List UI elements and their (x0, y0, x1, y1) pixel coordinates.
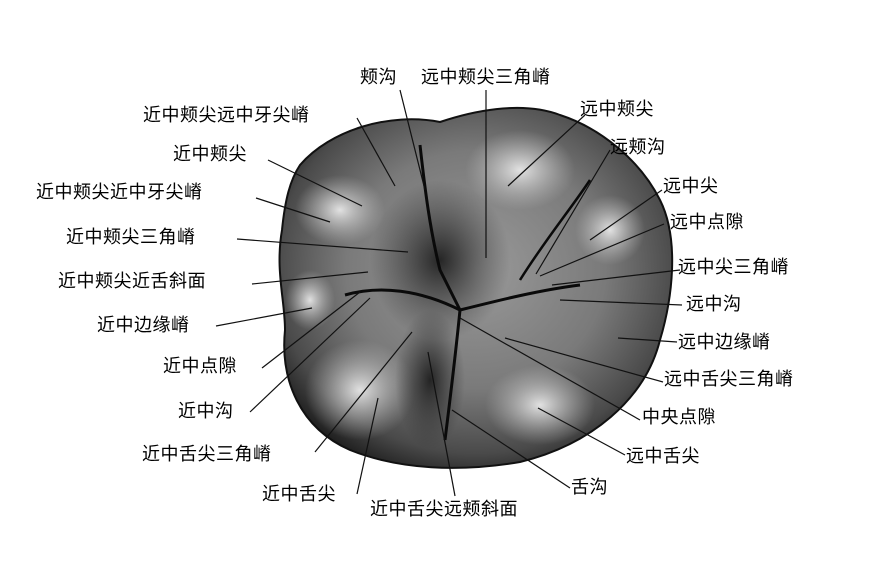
mesial-marginal-highlight (285, 270, 335, 330)
mesiobuccal-cusp-highlight (295, 175, 385, 245)
label-lingual-groove: 舌沟 (571, 477, 608, 498)
central-fossa-shade (370, 180, 510, 340)
label-mesiolingual-triangular-ridge: 近中舌尖三角嵴 (142, 444, 272, 465)
distobuccal-groove-line (518, 179, 592, 281)
label-mb-triangular-ridge: 近中颊尖三角嵴 (66, 227, 196, 248)
label-distal-pit: 远中点隙 (670, 212, 744, 233)
label-mesial-groove: 近中沟 (178, 401, 234, 422)
label-mesiobuccal-cusp: 近中颊尖 (173, 144, 247, 165)
label-distobuccal-cusp: 远中颊尖 (580, 99, 654, 120)
label-mesial-pit: 近中点隙 (163, 356, 237, 377)
lingual-groove-line (443, 309, 462, 441)
label-mesiolingual-cusp: 近中舌尖 (262, 484, 336, 505)
leader-lines (215, 89, 683, 497)
distolingual-cusp-highlight (485, 365, 595, 445)
mesiolingual-cusp-highlight (305, 340, 415, 440)
label-distal-cusp: 远中尖 (663, 176, 719, 197)
label-distobuccal-groove: 远颊沟 (610, 137, 666, 158)
label-mb-mesiolingual-slope: 近中颊尖近舌斜面 (58, 271, 206, 292)
buccal-groove-line (418, 144, 462, 311)
label-distolingual-cusp: 远中舌尖 (626, 446, 700, 467)
label-distolingual-triangular-ridge: 远中舌尖三角嵴 (664, 369, 794, 390)
distal-cusp-highlight (575, 195, 645, 265)
label-mb-mesial-cusp-ridge: 近中颊尖近中牙尖嵴 (36, 182, 203, 203)
label-ml-distobuccal-slope: 近中舌尖远颊斜面 (370, 499, 518, 520)
label-distal-cusp-triangular-ridge: 远中尖三角嵴 (678, 257, 789, 278)
label-distobuccal-triangular-ridge: 远中颊尖三角嵴 (421, 67, 551, 88)
label-mesial-marginal-ridge: 近中边缘嵴 (97, 315, 190, 336)
label-mb-distal-cusp-ridge: 近中颊尖远中牙尖嵴 (143, 105, 310, 126)
lingual-groove-shade (395, 310, 465, 450)
label-distal-marginal-ridge: 远中边缘嵴 (678, 332, 771, 353)
label-buccal-groove: 颊沟 (360, 67, 397, 88)
label-central-pit: 中央点隙 (642, 407, 716, 428)
label-distal-groove: 远中沟 (686, 294, 742, 315)
